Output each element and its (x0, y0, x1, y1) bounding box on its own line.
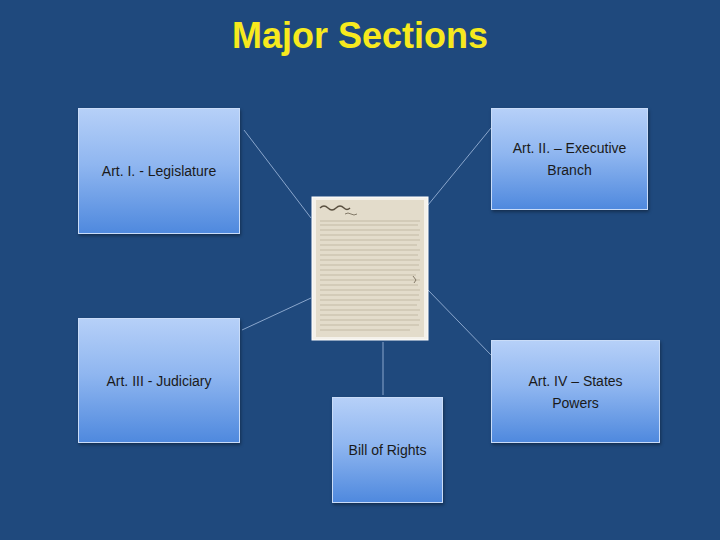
document-frame (312, 197, 428, 340)
slide-title: Major Sections (0, 14, 720, 58)
section-label: Art. I. - Legislature (102, 160, 216, 182)
section-label: Bill of Rights (349, 439, 427, 461)
parchment (316, 200, 424, 337)
leader-line (383, 342, 384, 395)
leader-line (428, 290, 491, 355)
leader-line (242, 298, 311, 330)
section-label: Art. IV – States Powers (516, 370, 635, 414)
section-label: Art. III - Judiciary (106, 370, 211, 392)
section-box: Art. I. - Legislature (78, 108, 240, 234)
section-box: Bill of Rights (332, 397, 443, 503)
leader-line (428, 128, 491, 205)
section-label: Art. II. – Executive Branch (503, 137, 636, 181)
leader-line (244, 130, 311, 218)
section-box: Art. II. – Executive Branch (491, 108, 648, 210)
section-box: Art. IV – States Powers (491, 340, 660, 443)
section-box: Art. III - Judiciary (78, 318, 240, 443)
